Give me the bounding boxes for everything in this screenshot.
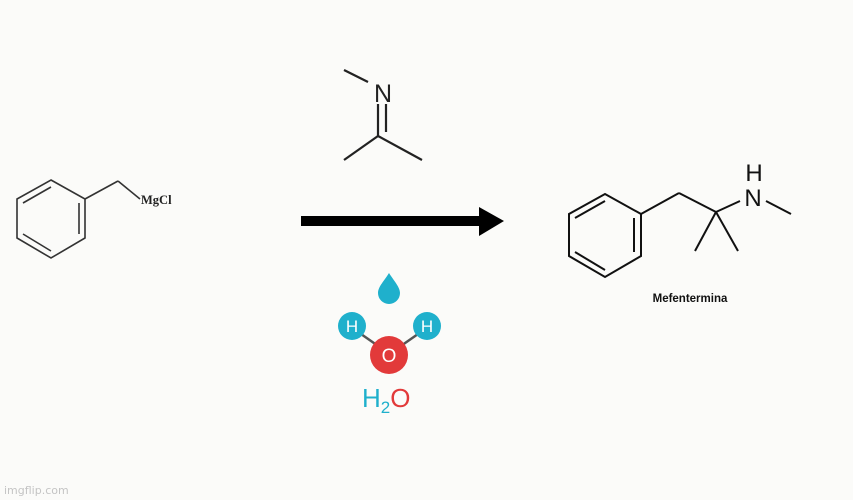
- imine-structure: [343, 69, 423, 161]
- methyl-right-bond: [377, 135, 423, 161]
- quaternary-carbon-bond: [678, 192, 717, 213]
- water-drop-icon: [378, 273, 400, 304]
- water-reagent: [338, 273, 441, 374]
- mgcl-label: MgCl: [141, 193, 172, 207]
- product-benzene-ring: [568, 192, 642, 279]
- methyl-bond-left: [694, 211, 717, 252]
- hydrogen-atom-left: [338, 312, 366, 340]
- methyl-bond-right: [715, 211, 739, 252]
- ch2-bond: [84, 180, 119, 200]
- product-name: Mefentermina: [653, 293, 728, 305]
- benzene-ring: [16, 179, 86, 259]
- reaction-arrow: [301, 207, 504, 236]
- amine-hydrogen-label: H: [745, 160, 762, 187]
- mg-bond: [117, 180, 141, 200]
- n-methyl-bond: [765, 200, 792, 215]
- methyl-left-bond: [343, 135, 379, 161]
- hydrogen-left-label: H: [346, 317, 358, 336]
- hydrogen-right-label: H: [421, 317, 433, 336]
- amine-nitrogen-label: N: [744, 185, 761, 212]
- hydrogen-atom-right: [413, 312, 441, 340]
- n-methyl-bond: [343, 69, 369, 83]
- oxygen-label: O: [382, 346, 397, 367]
- imine-nitrogen-label: N: [374, 80, 392, 108]
- c-n-bond: [715, 200, 741, 213]
- watermark: imgflip.com: [4, 484, 69, 497]
- water-formula: H2O: [362, 383, 410, 417]
- oxygen-atom: [370, 336, 408, 374]
- ch2-bond: [640, 192, 680, 215]
- benzylmagnesium-chloride-structure: [16, 179, 141, 259]
- mephentermine-structure: [568, 192, 792, 279]
